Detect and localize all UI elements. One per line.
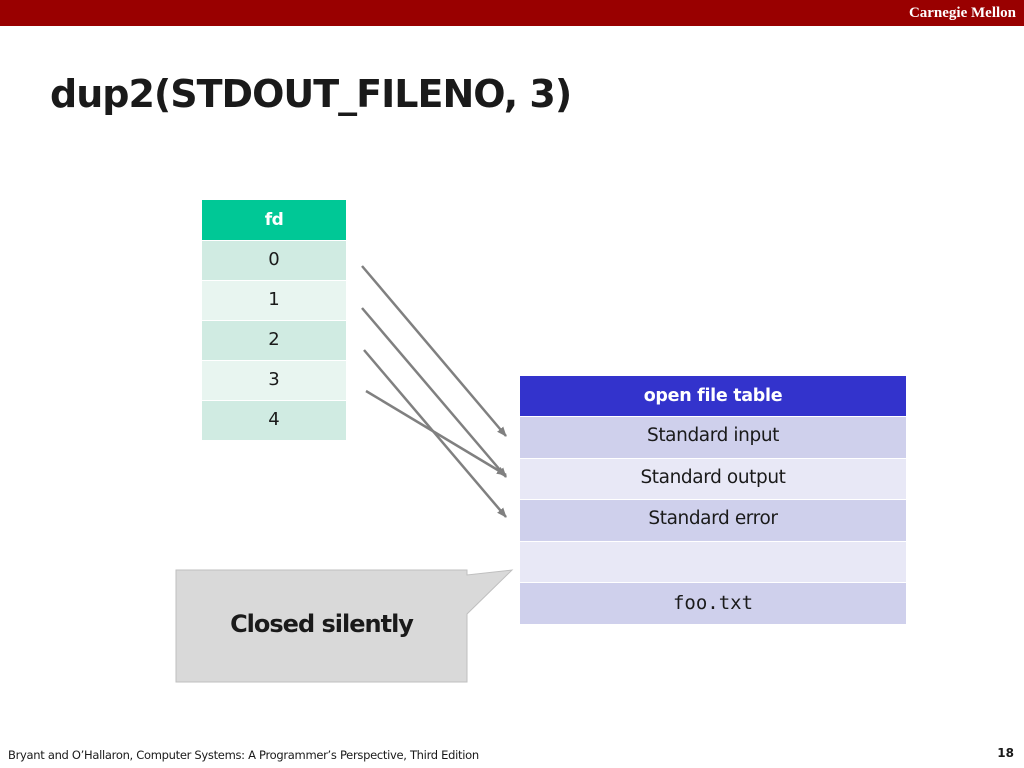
oft-row-foo-txt: foo.txt (520, 582, 906, 624)
oft-row-standard-output: Standard output (520, 457, 906, 499)
oft-row-standard-input: Standard input (520, 416, 906, 458)
callout-text: Closed silently (230, 610, 414, 638)
footer-citation: Bryant and O’Hallaron, Computer Systems:… (8, 748, 479, 762)
brand-bar: Carnegie Mellon (0, 0, 1024, 26)
oft-row-standard-error: Standard error (520, 499, 906, 541)
fd-table: fd 0 1 2 3 4 (202, 200, 346, 440)
fd-row-2: 2 (202, 320, 346, 360)
fd-row-3: 3 (202, 360, 346, 400)
arrow-fd2-to-stderr (363, 349, 507, 518)
fd-row-1: 1 (202, 280, 346, 320)
open-file-table: open file table Standard input Standard … (520, 376, 906, 624)
arrow-fd1-to-stdout (361, 307, 507, 478)
arrow-fd3-to-stdout (365, 389, 507, 477)
brand-label: Carnegie Mellon (908, 5, 1016, 21)
fd-row-4: 4 (202, 400, 346, 440)
fd-table-header: fd (202, 200, 346, 240)
fd-row-0: 0 (202, 240, 346, 280)
oft-row-empty (520, 540, 906, 582)
page-number: 18 (997, 746, 1014, 760)
slide-title: dup2(STDOUT_FILENO, 3) (50, 72, 572, 116)
arrow-fd0-to-stdin (361, 265, 507, 437)
open-file-table-header: open file table (520, 376, 906, 416)
